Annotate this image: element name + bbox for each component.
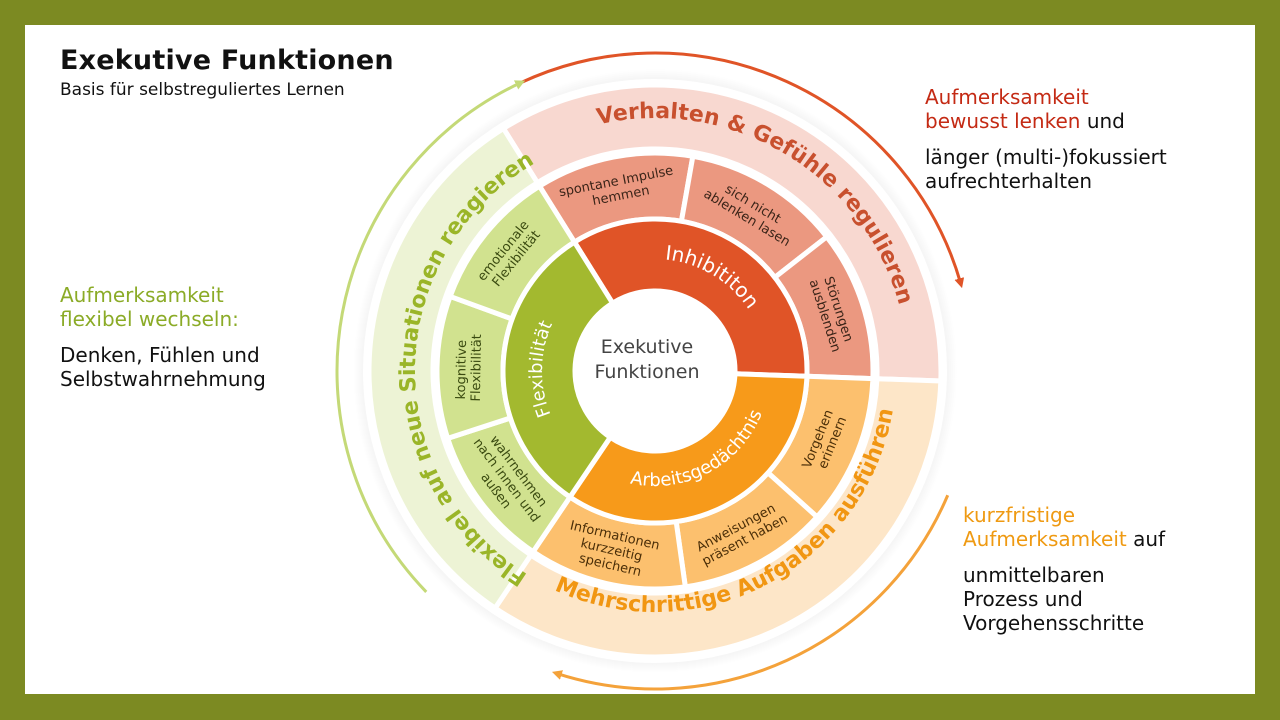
note-line: Vorgehensschritte bbox=[963, 611, 1145, 635]
note-line: Aufmerksamkeit bbox=[60, 283, 224, 307]
direction-arrow-red bbox=[519, 51, 965, 289]
note-line: Prozess und bbox=[963, 587, 1083, 611]
note-line: unmittelbaren bbox=[963, 563, 1105, 587]
note-attention-direct-body: länger (multi-)fokussiert aufrechterhalt… bbox=[925, 145, 1167, 193]
note-highlight: bewusst lenken bbox=[925, 109, 1081, 133]
outer-segment-flexible bbox=[366, 125, 540, 611]
note-line: bewusst lenken und bbox=[925, 109, 1125, 133]
outer-segment-regulate bbox=[500, 82, 944, 384]
page-subtitle: Basis für selbstreguliertes Lernen bbox=[60, 80, 345, 100]
wheel-center bbox=[577, 293, 733, 449]
note-line: Selbstwahrnehmung bbox=[60, 367, 266, 391]
note-line: aufrechterhalten bbox=[925, 169, 1093, 193]
direction-arrow-green bbox=[335, 80, 526, 593]
note-attention-direct-heading: Aufmerksamkeit bewusst lenken und bbox=[925, 85, 1125, 133]
note-attention-short-heading: kurzfristige Aufmerksamkeit auf bbox=[963, 503, 1165, 551]
note-line: kurzfristige bbox=[963, 503, 1076, 527]
note-suffix: und bbox=[1080, 109, 1125, 133]
middle-label-cognitive: kognitive Flexibilität bbox=[454, 334, 485, 402]
note-attention-short-body: unmittelbaren Prozess und Vorgehensschri… bbox=[963, 563, 1144, 635]
note-attention-switch-body: Denken, Fühlen und Selbstwahrnehmung bbox=[60, 343, 266, 391]
note-line: Denken, Fühlen und bbox=[60, 343, 260, 367]
note-highlight: Aufmerksamkeit bbox=[963, 527, 1127, 551]
outer-segment-tasks bbox=[492, 376, 944, 660]
page-title: Exekutive Funktionen bbox=[60, 45, 394, 76]
note-line: länger (multi-)fokussiert bbox=[925, 145, 1167, 169]
note-attention-switch-heading: Aufmerksamkeit flexibel wechseln: bbox=[60, 283, 239, 331]
inner-segment-flexibility bbox=[500, 239, 616, 500]
note-line: Aufmerksamkeit auf bbox=[963, 527, 1165, 551]
inner-segment-inhibition bbox=[571, 216, 810, 379]
inner-segment-memory bbox=[567, 371, 810, 526]
wheel-layer bbox=[363, 79, 947, 663]
note-line: Aufmerksamkeit bbox=[925, 85, 1089, 109]
center-label-line2: Funktionen bbox=[594, 361, 699, 383]
note-suffix: auf bbox=[1126, 527, 1166, 551]
center-label-line1: Exekutive bbox=[601, 336, 693, 358]
note-line: flexibel wechseln: bbox=[60, 307, 239, 331]
direction-arrow-orange bbox=[551, 494, 950, 691]
